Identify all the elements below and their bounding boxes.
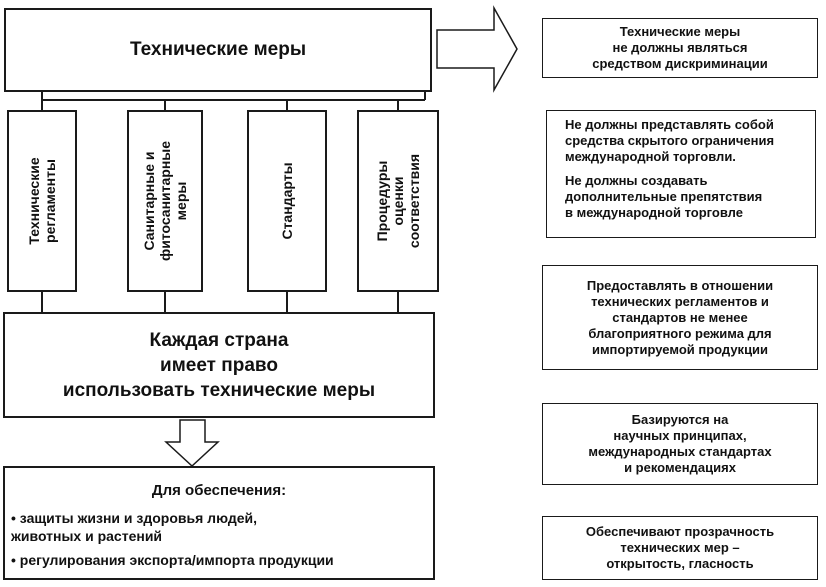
column-label-technical-regulations: Технические регламенты — [26, 157, 58, 245]
right-box-no-discrimination: Технические меры не должны являться сред… — [542, 18, 818, 78]
no-additional-barriers-text: Не должны создавать дополнительные препя… — [565, 173, 763, 220]
right-box-scientific-principles: Базируются на научных принципах, междуна… — [542, 403, 818, 485]
purpose-title: Для обеспечения: — [151, 482, 287, 499]
right-box-favourable-regime: Предоставлять в отношении технических ре… — [542, 265, 818, 370]
purpose-bullet-2: • регулирования экспорта/импорта продукц… — [11, 552, 334, 568]
technical-measures-box: Технические меры — [4, 8, 432, 92]
column-label-standards: Стандарты — [279, 162, 295, 240]
column-conformity-assessment: Процедуры оценки соответствия — [357, 110, 439, 292]
purpose-bullet-1: • защиты жизни и здоровья людей, животны… — [11, 510, 258, 544]
country-right-text: Каждая страна имеет право использовать т… — [62, 329, 376, 401]
country-right-box: Каждая страна имеет право использовать т… — [3, 312, 435, 418]
down-arrow-icon — [164, 419, 220, 468]
right-box-transparency: Обеспечивают прозрачность технических ме… — [542, 516, 818, 580]
column-label-sanitary-measures: Санитарные и фитосанитарные меры — [141, 140, 189, 262]
column-standards: Стандарты — [247, 110, 327, 292]
technical-measures-title: Технические меры — [129, 39, 307, 60]
column-label-conformity-assessment: Процедуры оценки соответствия — [374, 153, 422, 249]
column-sanitary-measures: Санитарные и фитосанитарные меры — [127, 110, 203, 292]
purpose-box: Для обеспечения: • защиты жизни и здоров… — [3, 466, 435, 580]
right-box-no-hidden-restriction: Не должны представлять собой средства ск… — [546, 110, 816, 238]
column-technical-regulations: Технические регламенты — [7, 110, 77, 292]
no-hidden-restriction-text: Не должны представлять собой средства ск… — [565, 117, 775, 164]
right-arrow-icon — [436, 5, 518, 93]
